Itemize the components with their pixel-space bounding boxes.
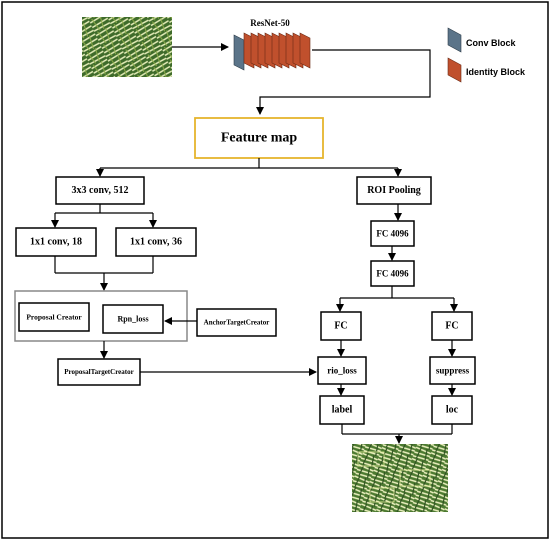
backbone-label: ResNet-50	[250, 18, 290, 28]
fc4096-a-label: FC 4096	[376, 229, 409, 239]
conv1x1-18-box	[15, 227, 97, 257]
rpn-loss-label: Rpn_loss	[117, 315, 148, 324]
proposal-group-frame	[14, 290, 188, 342]
rio-loss-label: rio_loss	[327, 366, 357, 376]
label-label: label	[332, 405, 353, 416]
conv-block-swatch	[447, 27, 462, 53]
fc4096-b-box	[370, 260, 415, 287]
fc-right-label: FC	[445, 321, 458, 332]
proposal-creator-box	[18, 302, 90, 332]
roi-pooling-label: ROI Pooling	[367, 185, 421, 196]
detection-box	[369, 487, 395, 503]
loc-label: loc	[446, 405, 459, 416]
label-box	[319, 395, 365, 425]
conv3x3-box	[55, 176, 145, 205]
input-image	[82, 17, 172, 77]
proposal-creator-label: Proposal Creator	[26, 313, 82, 322]
arrow-backbone-to-feature-map	[256, 49, 431, 115]
rio-loss-box	[317, 356, 367, 385]
legend: Conv Block Identity Block	[447, 27, 526, 83]
rpn-loss-box	[102, 304, 164, 334]
fc-right-box	[431, 311, 473, 341]
fc4096-b-label: FC 4096	[376, 269, 409, 279]
suppress-label: suppress	[436, 366, 470, 376]
proposal-target-creator-label: ProposalTargetCreator	[64, 368, 133, 376]
identity-block-swatch	[447, 57, 462, 83]
anchor-target-creator-box	[196, 308, 277, 337]
roi-pooling-box	[356, 176, 432, 205]
conv1x1-18-label: 1x1 conv, 18	[30, 237, 82, 248]
resnet-block-stack	[233, 32, 311, 71]
conv1x1-36-label: 1x1 conv, 36	[130, 237, 182, 248]
fc-left-label: FC	[334, 321, 347, 332]
legend-identity-block: Identity Block	[466, 67, 526, 77]
conv1x1-36-box	[115, 227, 197, 257]
legend-conv-block: Conv Block	[466, 38, 517, 48]
feature-map-box	[194, 117, 324, 159]
conv3x3-label: 3x3 conv, 512	[72, 185, 129, 196]
output-image	[352, 444, 448, 512]
detection-box	[357, 451, 385, 467]
detection-box	[399, 469, 431, 487]
fc4096-a-box	[370, 220, 415, 247]
feature-map-label: Feature map	[221, 131, 298, 146]
anchor-target-creator-label: AnchorTargetCreator	[204, 319, 270, 327]
